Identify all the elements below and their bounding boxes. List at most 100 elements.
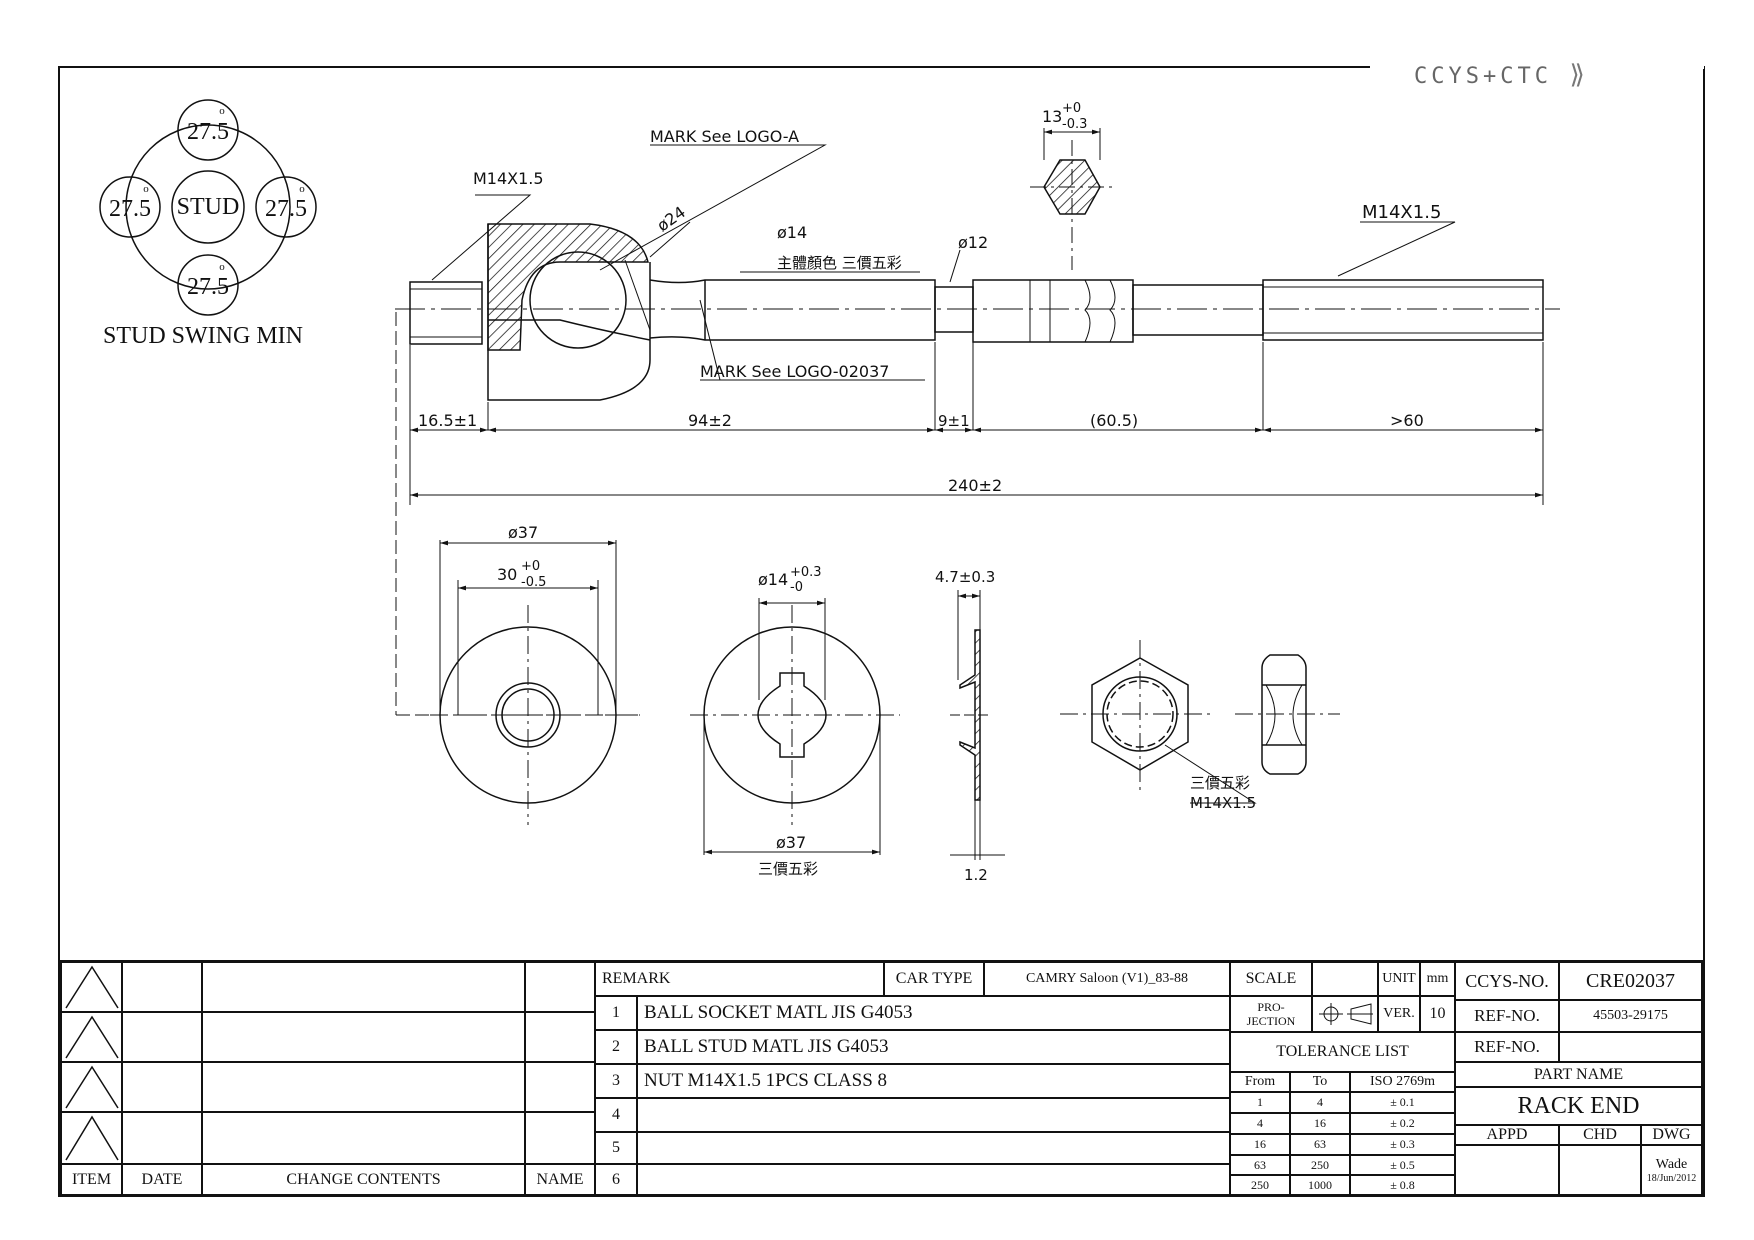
- logo-text: CCYS+CTC: [1414, 64, 1552, 89]
- stud-swing-diagram: 27.5 27.5 27.5 27.5 STUD STUD SWING MIN …: [99, 99, 317, 349]
- projection-symbol-icon: [1312, 996, 1378, 1032]
- tol-value: ± 0.2: [1350, 1113, 1455, 1134]
- item-text: [637, 1098, 1230, 1132]
- ref-no-label-2: REF-NO.: [1455, 1032, 1559, 1062]
- label-dim-60: >60: [1390, 411, 1424, 430]
- version-label: VER.: [1378, 996, 1420, 1032]
- swing-top-value: 27.5: [187, 119, 229, 145]
- label-d30: 30: [497, 565, 517, 584]
- tol-from: 4: [1230, 1113, 1290, 1134]
- item-no: 6: [595, 1164, 637, 1196]
- label-d14: ø14: [777, 223, 807, 242]
- label-d14b-tol-dn: -0: [790, 580, 803, 595]
- unit-label: UNIT: [1378, 962, 1420, 996]
- label-hex-13-tol-up: +0: [1062, 101, 1081, 116]
- rack-end-side-view: [395, 223, 1560, 401]
- stud-center-circle: [171, 170, 245, 244]
- label-hex-13-tol-dn: -0.3: [1062, 117, 1087, 132]
- ref-no-value-1: 45503-29175: [1559, 1000, 1702, 1032]
- label-nut-note2: M14X1.5: [1190, 794, 1256, 812]
- washer-side-view: [950, 590, 1005, 860]
- label-dim-60-5: (60.5): [1090, 411, 1138, 430]
- tol-from: 1: [1230, 1092, 1290, 1113]
- projection-label: PRO- JECTION: [1230, 996, 1312, 1032]
- header-date: DATE: [122, 1164, 202, 1196]
- hex-section-view: [1030, 128, 1115, 270]
- label-body-color: 主體顏色 三價五彩: [777, 254, 902, 272]
- rev-triangle-3: [61, 1062, 122, 1112]
- tol-header-iso: ISO 2769m: [1350, 1072, 1455, 1092]
- label-d30-tol-up: +0: [521, 559, 540, 574]
- label-nut-note1: 三價五彩: [1190, 774, 1250, 792]
- dwg-label: DWG: [1641, 1125, 1702, 1145]
- washer-view-2: [690, 598, 900, 855]
- degree-mark-left: o: [143, 183, 149, 195]
- tol-header-to: To: [1290, 1072, 1350, 1092]
- swing-top-circle: [177, 99, 239, 161]
- tol-to: 1000: [1290, 1175, 1350, 1196]
- ccys-no-label: CCYS-NO.: [1455, 962, 1559, 1000]
- label-hex-13: 13: [1042, 107, 1062, 126]
- nut-side-view: [1235, 654, 1340, 775]
- label-dim-16-5: 16.5±1: [418, 411, 477, 430]
- swing-bottom-value: 27.5: [187, 274, 229, 300]
- label-d37-b: ø37: [776, 833, 806, 852]
- item-text: BALL SOCKET MATL JIS G4053: [637, 996, 1230, 1030]
- swing-right-value: 27.5: [265, 196, 307, 222]
- ball-socket-hatch: [487, 223, 649, 351]
- tol-to: 4: [1290, 1092, 1350, 1113]
- label-m14-left: M14X1.5: [473, 169, 544, 188]
- swing-left-circle: [99, 176, 161, 238]
- part-name-label: PART NAME: [1455, 1062, 1702, 1087]
- stud-center-label: STUD: [177, 194, 240, 220]
- item-text: NUT M14X1.5 1PCS CLASS 8: [637, 1064, 1230, 1098]
- dwg-value: Wade 18/Jun/2012: [1641, 1145, 1702, 1196]
- right-thread: [1262, 279, 1544, 341]
- tol-to: 16: [1290, 1113, 1350, 1134]
- washer-view-1: [430, 540, 640, 825]
- ref-no-label-1: REF-NO.: [1455, 1000, 1559, 1032]
- swing-right-circle: [255, 176, 317, 238]
- tol-header-from: From: [1230, 1072, 1290, 1092]
- nut-front-view: [1060, 640, 1257, 804]
- label-d14b: ø14: [758, 570, 788, 589]
- degree-mark-bottom: o: [219, 261, 225, 273]
- chd-label: CHD: [1559, 1125, 1641, 1145]
- part-name-value: RACK END: [1455, 1087, 1702, 1125]
- header-name: NAME: [525, 1164, 595, 1196]
- rev-triangle-2: [61, 1012, 122, 1062]
- tol-value: ± 0.1: [1350, 1092, 1455, 1113]
- label-dim-240: 240±2: [948, 476, 1002, 495]
- header-item: ITEM: [61, 1164, 122, 1196]
- label-thickness: 4.7±0.3: [935, 568, 995, 586]
- label-d14b-tol-up: +0.3: [790, 565, 822, 580]
- label-m14-right: M14X1.5: [1362, 202, 1441, 223]
- swing-left-value: 27.5: [109, 196, 151, 222]
- tol-from: 63: [1230, 1155, 1290, 1175]
- drawing-frame: [58, 66, 1705, 1197]
- degree-mark-right: o: [299, 183, 305, 195]
- tol-value: ± 0.8: [1350, 1175, 1455, 1196]
- rev-triangle-4: [61, 1112, 122, 1164]
- company-logo: CCYS+CTC ⟫: [1414, 60, 1589, 90]
- logo-wing-icon: ⟫: [1569, 60, 1589, 90]
- tol-from: 16: [1230, 1134, 1290, 1155]
- tol-to: 250: [1290, 1155, 1350, 1175]
- chd-value: [1559, 1145, 1641, 1196]
- car-type-value: CAMRY Saloon (V1)_83-88: [984, 962, 1230, 996]
- label-d37-a: ø37: [508, 523, 538, 542]
- item-no: 3: [595, 1064, 637, 1098]
- car-type-label: CAR TYPE: [884, 962, 984, 996]
- tol-value: ± 0.3: [1350, 1134, 1455, 1155]
- drawing-date: 18/Jun/2012: [1646, 1173, 1697, 1184]
- label-mark-logo-02037: MARK See LOGO-02037: [700, 362, 889, 381]
- version-value: 10: [1420, 996, 1455, 1032]
- label-dim-9: 9±1: [938, 412, 970, 430]
- label-dim-94: 94±2: [688, 411, 732, 430]
- appd-value: [1455, 1145, 1559, 1196]
- drawn-by: Wade: [1655, 1157, 1688, 1172]
- label-d24: ø24: [653, 202, 689, 235]
- ref-no-value-2: [1559, 1032, 1702, 1062]
- tolerance-list-title: TOLERANCE LIST: [1230, 1032, 1455, 1072]
